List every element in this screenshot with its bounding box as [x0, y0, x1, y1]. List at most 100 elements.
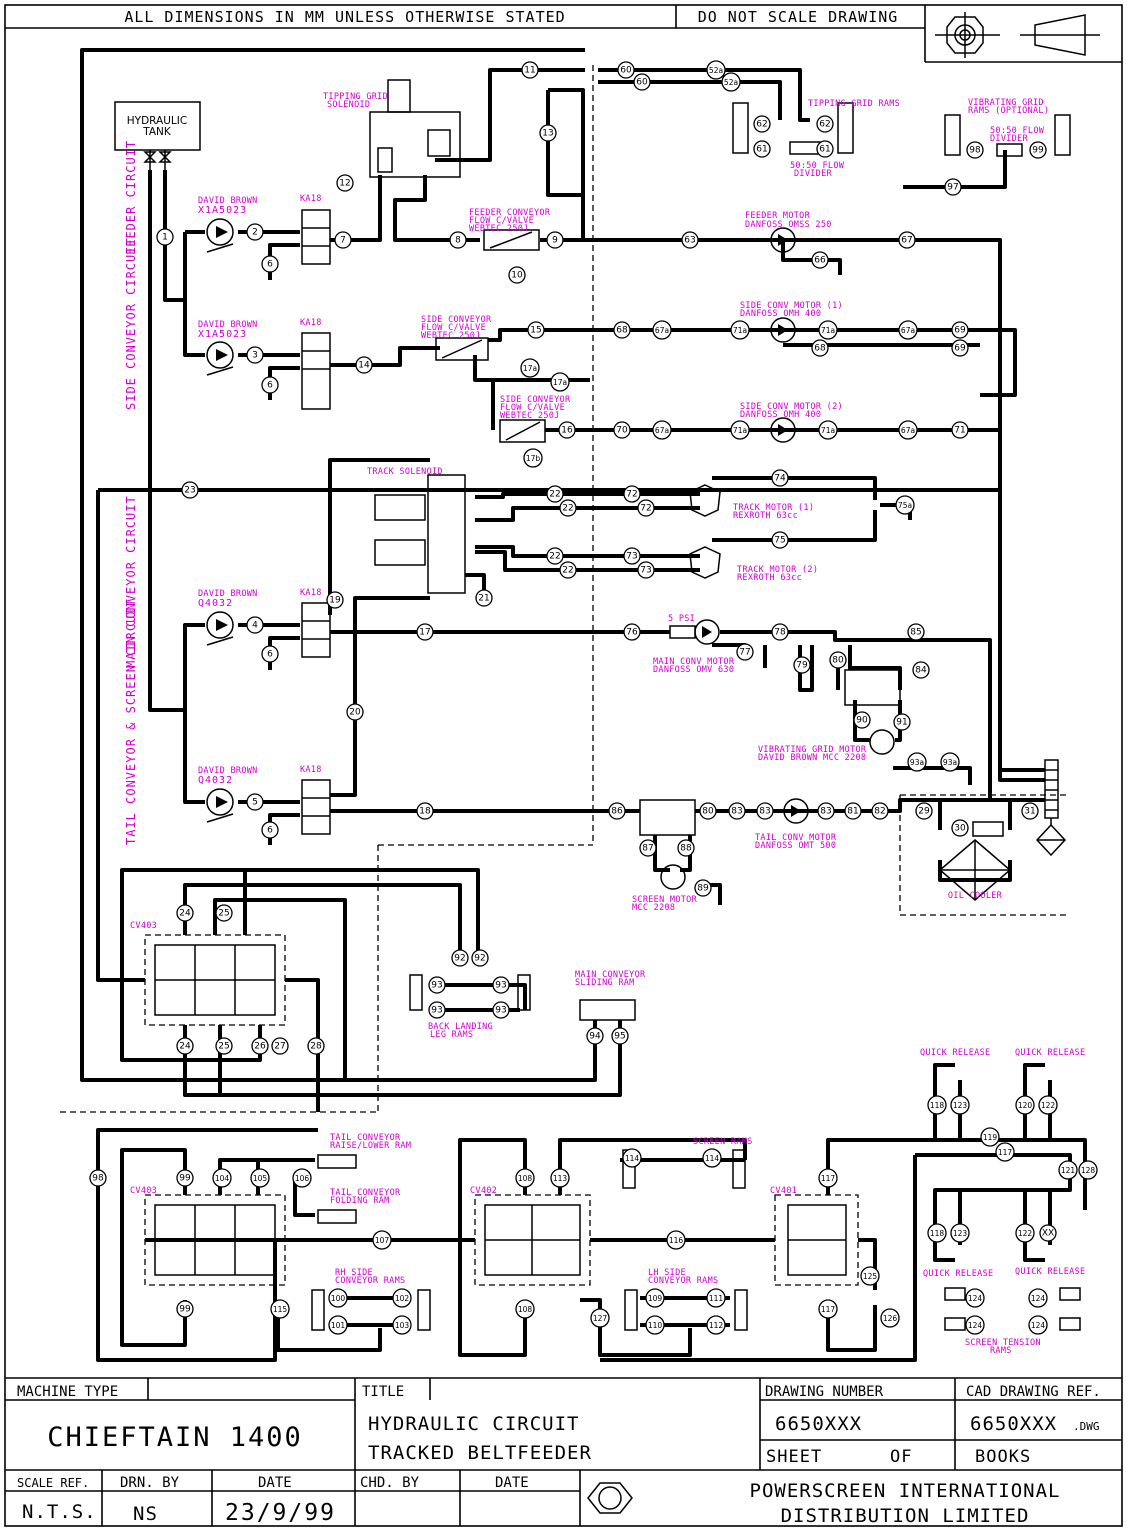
- pipe-tag-label: 12: [339, 179, 350, 189]
- pipe-tag-circle: [771, 469, 789, 487]
- chd-by-label: CHD. BY: [360, 1475, 420, 1491]
- pipe-tag-circle: [449, 231, 467, 249]
- pipe-tag-label: 85: [910, 628, 921, 638]
- pump-side: [206, 341, 234, 376]
- pipe-tag-circle: [702, 1148, 722, 1168]
- pipe-tag-circle: [944, 178, 962, 196]
- pipe-tag-label: 93: [431, 1006, 442, 1016]
- pipe-tag-label: 71a: [733, 426, 747, 435]
- side-motor-2: SIDE CONV MOTOR (2) DANFOSS OMH 400: [740, 402, 843, 443]
- pipe-tag-label: 79: [796, 661, 808, 671]
- pipe-tag-circle: [817, 802, 835, 820]
- pipe-tag-label: 24: [179, 909, 191, 919]
- pipe-tag-label: 67: [901, 236, 912, 246]
- pipe-tag-label: 73: [640, 566, 651, 576]
- pipe-tag-circle: [639, 839, 657, 857]
- svg-text:CV403: CV403: [130, 921, 157, 931]
- pipe-tag-label: 82: [874, 807, 885, 817]
- svg-text:FEEDER CONVEYOR: FEEDER CONVEYOR: [469, 208, 551, 218]
- pipe-tag-label: 26: [254, 1042, 266, 1052]
- pipe-tag-circle: [728, 802, 746, 820]
- pipe-tag-label: 60: [620, 66, 632, 76]
- pipe-tag-label: 66: [814, 256, 826, 266]
- pipe-tag-label: 116: [669, 1236, 684, 1245]
- pipe-tag-label: 95: [614, 1032, 625, 1042]
- pipe-tag-label: 105: [253, 1174, 268, 1183]
- pipe-tag-circle: [623, 547, 641, 565]
- svg-text:SOLENOID: SOLENOID: [327, 100, 370, 110]
- tail-folding-ram: TAIL CONVEYOR FOLDING RAM: [317, 1188, 401, 1224]
- pipe-tag-label: 124: [1031, 1294, 1046, 1303]
- cad-ext: .DWG: [1073, 1420, 1100, 1433]
- sheet-label: SHEET: [766, 1447, 822, 1467]
- pipe-tag-circle: [520, 358, 540, 378]
- pipe-tag-circle: [623, 623, 641, 641]
- pipe-tag-label: 18: [419, 807, 431, 817]
- svg-text:SIDE CONV MOTOR (2): SIDE CONV MOTOR (2): [740, 402, 843, 412]
- pipe-tag-label: 7: [340, 236, 346, 246]
- pipe-tag-label: 25: [218, 909, 229, 919]
- pipe-tag-label: 93: [431, 981, 442, 991]
- pipe-tag-label: 120: [1018, 1101, 1033, 1110]
- pipe-tag-circle: [586, 1027, 604, 1045]
- pipe-tag-label: 67a: [655, 426, 669, 435]
- svg-text:SLIDING RAM: SLIDING RAM: [575, 978, 635, 988]
- pipework: [80, 48, 1087, 1362]
- pipe-tag-circle: [392, 1288, 412, 1308]
- pipe-tag-label: 99: [179, 1174, 191, 1184]
- pipe-tag-label: 71a: [821, 326, 835, 335]
- svg-text:VIBRATING GRID: VIBRATING GRID: [968, 98, 1044, 108]
- quick-release-4: QUICK RELEASE: [1015, 1267, 1085, 1277]
- pipe-tag-circle: [912, 661, 930, 679]
- pipe-tag-circle: [1021, 802, 1039, 820]
- tipping-solenoid: TIPPING GRID SOLENOID: [323, 79, 461, 178]
- pipe-tag-label: 98: [92, 1174, 104, 1184]
- screen-tension-rams: SCREEN TENSION RAMS: [944, 1287, 1081, 1356]
- side-circuit-label: SIDE CONVEYOR CIRCUIT: [124, 237, 138, 410]
- pipe-tag-label: 67a: [655, 326, 669, 335]
- pipe-tag-circle: [307, 1037, 325, 1055]
- pipe-tag-circle: [860, 1266, 880, 1286]
- pipe-tag-circle: [89, 1169, 107, 1187]
- pipe-tag-circle: [617, 61, 635, 79]
- pipe-tag-label: 72: [626, 490, 637, 500]
- pipe-tag-circle: [895, 495, 915, 515]
- pipe-tag-label: 27: [274, 1042, 285, 1052]
- pipe-tag-label: 71: [954, 426, 965, 436]
- svg-text:MCC 2208: MCC 2208: [632, 903, 675, 913]
- pipe-tag-circle: [622, 1148, 642, 1168]
- drawing-border: [4, 4, 1123, 1527]
- scale-ref: N.T.S.: [22, 1501, 97, 1523]
- pipe-tag-label: 22: [562, 566, 573, 576]
- pipe-tag-circle: [1029, 141, 1047, 159]
- svg-text:TANK: TANK: [142, 126, 172, 138]
- pipe-tag-label: 2: [252, 228, 258, 238]
- vibrating-grid-motor: VIBRATING GRID MOTOR DAVID BROWN MCC 220…: [758, 669, 901, 763]
- pipe-tag-circle: [261, 821, 279, 839]
- pipe-tag-circle: [613, 321, 631, 339]
- projection-symbol: [935, 12, 1100, 58]
- pipe-tag-label: 70: [616, 426, 628, 436]
- pipe-tag-label: 30: [954, 824, 966, 834]
- cad-ref: 6650XXX: [970, 1413, 1057, 1435]
- pipe-tag-label: 128: [1081, 1166, 1096, 1175]
- pipe-tag-label: 6: [267, 381, 273, 391]
- pipe-tag-circle: [898, 420, 918, 440]
- pipe-tag-label: 22: [549, 552, 560, 562]
- pipe-tag-circle: [721, 72, 741, 92]
- pipe-tag-label: 117: [998, 1148, 1013, 1157]
- side-flow-valve-1: SIDE CONVEYOR FLOW C/VALVE WEBTEC 250J: [421, 315, 492, 361]
- pipe-tag-label: 62: [756, 120, 767, 130]
- pipe-tag-circle: [559, 561, 577, 579]
- pipe-tag-circle: [818, 420, 838, 440]
- cv403-upper: CV403: [130, 921, 286, 1026]
- pipe-tag-label: 3: [252, 351, 258, 361]
- pipe-tag-circle: [246, 793, 264, 811]
- pipe-tag-circle: [156, 228, 174, 246]
- quick-release-1: QUICK RELEASE: [920, 1048, 990, 1058]
- pipe-tag-circle: [328, 1288, 348, 1308]
- drawing-number: 6650XXX: [775, 1413, 862, 1435]
- svg-text:TAIL CONV MOTOR: TAIL CONV MOTOR: [755, 833, 837, 843]
- svg-text:BACK LANDING: BACK LANDING: [428, 1022, 493, 1032]
- pipe-tag-label: 113: [553, 1174, 568, 1183]
